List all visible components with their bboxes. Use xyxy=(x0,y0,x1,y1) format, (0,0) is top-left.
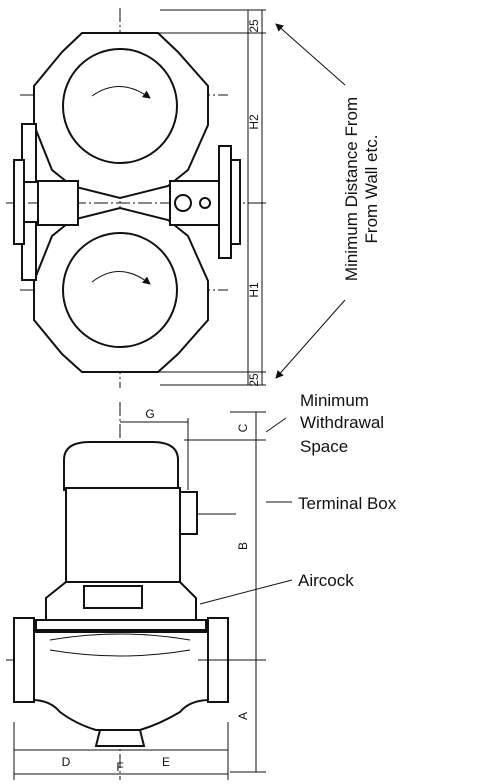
dim-top-clearance: 25 xyxy=(247,19,261,33)
right-pipe xyxy=(169,180,223,226)
dim-line-g xyxy=(120,418,189,490)
lower-impeller-circle xyxy=(62,232,178,348)
dim-h2: H2 xyxy=(247,114,261,130)
dim-d: D xyxy=(62,755,71,769)
pump-casing xyxy=(31,631,211,731)
bracket-opening xyxy=(83,585,143,609)
leader-arrow-top-icon xyxy=(275,23,346,86)
upper-impeller-circle xyxy=(62,48,178,164)
callout-aircock: Aircock xyxy=(298,571,354,590)
right-flange-face xyxy=(230,159,241,245)
dim-f: F xyxy=(116,760,123,774)
right-flange xyxy=(218,145,232,259)
left-flange-upper xyxy=(21,123,37,183)
motor-bracket xyxy=(45,581,197,621)
upper-rotation-arrow-icon xyxy=(91,86,151,99)
lower-casing-outline xyxy=(33,206,209,373)
dim-b: B xyxy=(236,542,250,550)
leader-arrow-bottom-icon xyxy=(275,299,346,379)
terminal-box xyxy=(179,491,198,535)
lower-rotation-arrow-icon xyxy=(91,271,151,285)
side-left-flange xyxy=(13,617,35,703)
pump-foot xyxy=(94,729,146,747)
motor-body xyxy=(65,487,181,589)
dim-h1: H1 xyxy=(247,282,261,298)
note-min-distance-line2: From Wall etc. xyxy=(362,135,381,244)
aircock-top-icon xyxy=(174,194,192,212)
leader-withdrawal xyxy=(265,417,287,433)
dim-c: C xyxy=(236,423,250,432)
dim-e: E xyxy=(162,755,170,769)
callout-withdrawal-line1: Minimum xyxy=(300,391,369,410)
upper-casing-outline xyxy=(33,32,209,200)
callout-terminal-box: Terminal Box xyxy=(298,494,397,513)
side-view xyxy=(6,402,266,780)
seal-band xyxy=(35,619,207,631)
left-pipe xyxy=(37,180,79,226)
dim-a: A xyxy=(236,712,250,720)
left-flange-face xyxy=(13,159,25,245)
motor-fan-cover xyxy=(63,441,179,491)
leader-aircock xyxy=(199,579,293,605)
drain-plug-icon xyxy=(199,197,211,209)
dim-g: G xyxy=(145,407,154,421)
dim-bottom-clearance: 25 xyxy=(247,373,261,387)
note-min-distance-line1: Minimum Distance From xyxy=(342,97,361,281)
callout-withdrawal-line3: Space xyxy=(300,437,348,456)
left-flange-lower xyxy=(21,221,37,281)
top-view xyxy=(6,8,266,388)
callout-withdrawal-line2: Withdrawal xyxy=(300,413,384,432)
